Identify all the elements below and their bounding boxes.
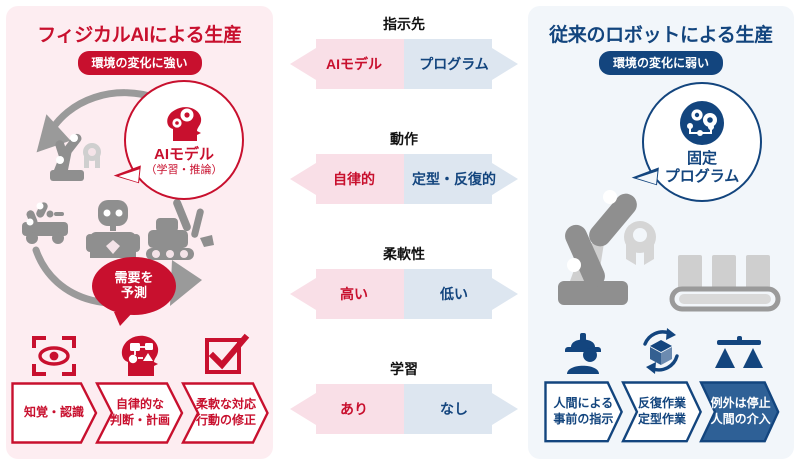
- left-chevron-2: 自律的な 判断・計画: [95, 382, 184, 444]
- right-feature-icon-row: [545, 328, 777, 376]
- comparison-arrow-3: [290, 384, 518, 434]
- comparison-title-1: 動作: [390, 131, 418, 147]
- robot-arm-icon: [50, 133, 101, 181]
- agv-robot-arm-icon: [22, 202, 68, 244]
- balance-scale-icon: [701, 328, 777, 376]
- conveyor-belt-icon: [669, 255, 781, 312]
- right-chevron-2-line2: 定型作業: [638, 412, 687, 426]
- left-chevron-3: 柔軟な対応 行動の修正: [181, 382, 269, 444]
- ai-model-bubble-main: AIモデル: [153, 145, 214, 163]
- right-chevron-1-line1: 人間による: [553, 396, 614, 411]
- gears-circuit-icon: [678, 99, 726, 147]
- head-network-icon: [102, 330, 178, 378]
- right-panel-title: 従来のロボットによる生産: [549, 25, 773, 46]
- comparison-column: 指示先 AIモデル プログラム 動作 自律的 定型・反復的 柔軟性 高い: [286, 0, 522, 465]
- comparison-left-2: 高い: [340, 286, 368, 302]
- comparison-row-2: 柔軟性 高い 低い: [286, 236, 522, 336]
- comparison-left-1: 自律的: [333, 171, 375, 187]
- ai-model-bubble-sub: （学習・推論）: [145, 164, 223, 177]
- right-chevron-3-line1: 例外は停止: [710, 396, 771, 411]
- ai-model-bubble: AIモデル （学習・推論）: [113, 80, 244, 200]
- comparison-right-3: なし: [440, 401, 468, 417]
- worker-helmet-icon: [545, 328, 621, 376]
- checkbox-check-icon: [188, 330, 264, 378]
- right-chevron-3-line2: 人間の介入: [710, 412, 771, 426]
- left-feature-icon-row: [16, 330, 264, 378]
- right-chevron-1-line2: 事前の指示: [553, 412, 614, 426]
- comparison-right-0: プログラム: [419, 56, 489, 72]
- left-chevron-3-line1: 柔軟な対応: [195, 397, 256, 412]
- comparison-right-1: 定型・反復的: [412, 171, 496, 187]
- comparison-arrow-1: [290, 154, 518, 204]
- left-chevron-3-line2: 行動の修正: [195, 413, 256, 427]
- left-panel-badge: 環境の変化に強い: [77, 51, 202, 75]
- fixed-program-bubble: 固定 プログラム: [631, 82, 762, 202]
- left-chevron-1-line1: 知覚・認識: [23, 405, 84, 420]
- fixed-program-line1: 固定: [686, 150, 717, 168]
- industrial-robot-arm-icon: [558, 190, 656, 305]
- repeat-box-icon: [623, 328, 699, 376]
- left-chevron-2-line2: 判断・計画: [109, 413, 170, 427]
- right-chevron-1: 人間による 事前の指示: [544, 381, 623, 443]
- left-chevron-bar: 知覚・認識 自律的な 判断・計画 柔軟な対応 行動の修正: [11, 382, 269, 444]
- demand-bubble-line1: 需要を: [114, 270, 154, 286]
- comparison-row-1: 動作 自律的 定型・反復的: [286, 121, 522, 221]
- right-chevron-3: 例外は停止 人間の介入: [699, 381, 780, 443]
- left-chevron-1: 知覚・認識: [11, 382, 98, 444]
- comparison-arrow-0: [290, 39, 518, 89]
- right-chevron-bar: 人間による 事前の指示 反復作業 定型作業 例外は停止 人間の介入: [544, 381, 780, 443]
- comparison-title-0: 指示先: [383, 16, 425, 32]
- comparison-title-2: 柔軟性: [383, 246, 425, 262]
- eye-scan-icon: [16, 330, 92, 378]
- right-chevron-2-line1: 反復作業: [638, 396, 687, 411]
- fixed-program-line2: プログラム: [664, 167, 740, 185]
- comparison-right-2: 低い: [440, 286, 468, 302]
- left-panel-title: フィジカルAIによる生産: [37, 25, 242, 46]
- comparison-row-3: 学習 あり なし: [286, 351, 522, 451]
- comparison-left-0: AIモデル: [326, 56, 382, 72]
- right-panel-badge: 環境の変化に弱い: [598, 51, 724, 75]
- humanoid-robot-icon: [86, 200, 140, 258]
- comparison-arrow-2: [290, 269, 518, 319]
- left-chevron-2-line1: 自律的な: [115, 397, 164, 412]
- comparison-left-3: あり: [340, 401, 368, 417]
- demand-forecast-bubble: 需要を 予測: [92, 257, 176, 326]
- head-gears-icon: [161, 103, 207, 143]
- comparison-title-3: 学習: [390, 361, 418, 377]
- excavator-icon: [146, 198, 214, 260]
- demand-bubble-line2: 予測: [120, 285, 147, 300]
- right-chevron-2: 反復作業 定型作業: [620, 381, 702, 443]
- comparison-row-0: 指示先 AIモデル プログラム: [286, 6, 522, 106]
